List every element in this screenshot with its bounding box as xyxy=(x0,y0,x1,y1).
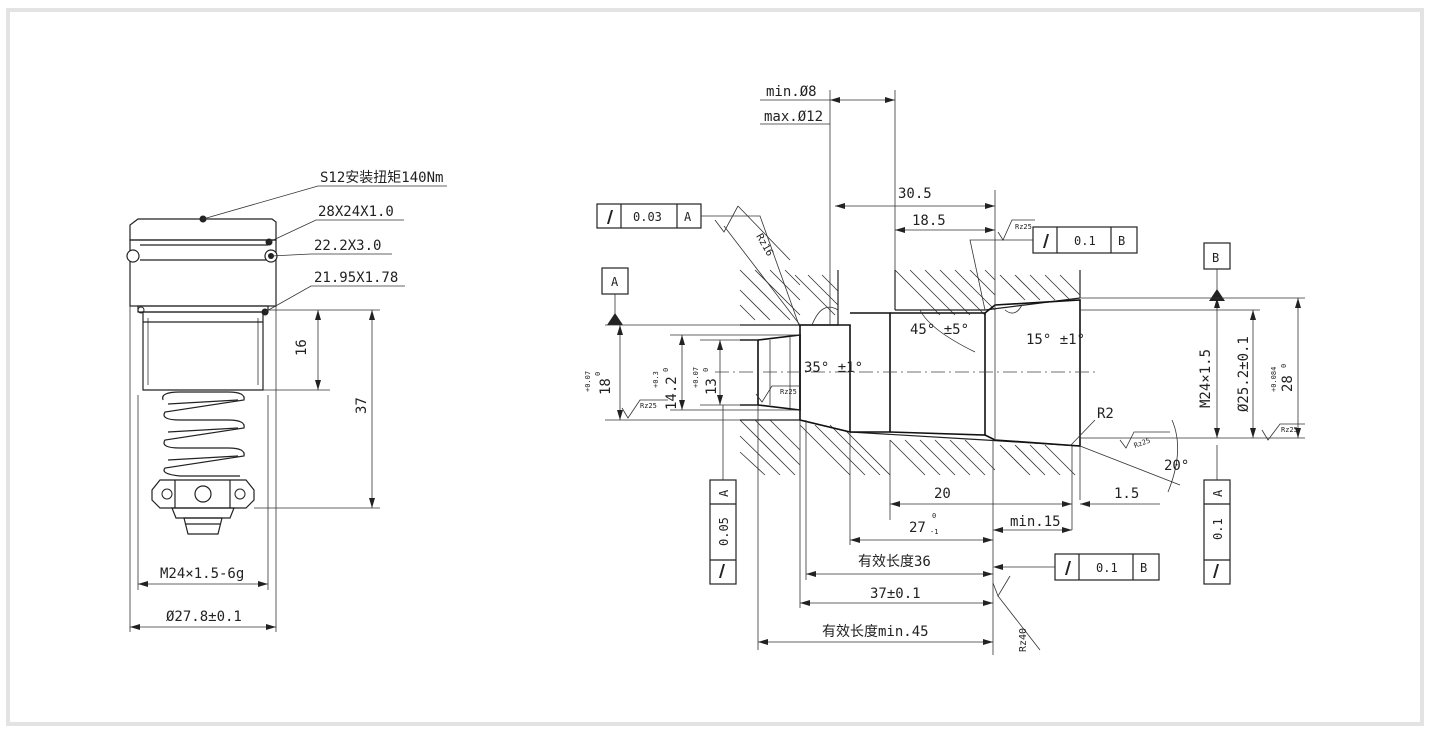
torque-note: S12安装扭矩140Nm xyxy=(320,170,443,186)
svg-text:-1: -1 xyxy=(930,528,938,536)
svg-text:A: A xyxy=(717,489,731,497)
svg-text:+0.07: +0.07 xyxy=(584,371,592,392)
dim-d13: 13 xyxy=(704,378,720,395)
svg-text:+0.084: +0.084 xyxy=(1270,367,1278,392)
svg-text:0.05: 0.05 xyxy=(717,517,731,546)
svg-text:0: 0 xyxy=(662,368,670,372)
dim-d14-2: 14.2 xyxy=(664,376,680,410)
angle-35: 35° ±1° xyxy=(804,360,863,376)
svg-text:+0.07: +0.07 xyxy=(692,367,700,388)
left-view: S12安装扭矩140Nm 28X24X1.0 22.2X3.0 21.95X1.… xyxy=(126,170,447,632)
svg-text:+0.3: +0.3 xyxy=(652,371,660,388)
svg-text:Rz25: Rz25 xyxy=(1281,426,1298,434)
radius-r2: R2 xyxy=(1097,406,1114,422)
runout-frame-top-left: 0.03 A xyxy=(596,203,801,329)
dim-d18: 18 xyxy=(598,378,614,395)
dim-27: 27 xyxy=(909,520,926,536)
runout-arrow-icon xyxy=(1065,561,1071,575)
svg-text:B: B xyxy=(1140,561,1147,575)
angle-20: 20° xyxy=(1164,458,1189,474)
dim-20: 20 xyxy=(934,486,951,502)
dim-37: 37 xyxy=(354,397,370,414)
oring-label-1: 28X24X1.0 xyxy=(318,204,394,220)
dim-30-5: 30.5 xyxy=(898,186,932,202)
dim-min15: min.15 xyxy=(1010,514,1061,530)
angle-15: 15° ±1° xyxy=(1026,332,1085,348)
svg-text:0.03: 0.03 xyxy=(633,210,662,224)
svg-text:Rz25: Rz25 xyxy=(780,388,797,396)
runout-arrow-icon xyxy=(607,210,613,224)
roughness-rz40: Rz40 xyxy=(1018,628,1029,652)
svg-text:Rz25: Rz25 xyxy=(640,402,657,410)
dim-37-tol: 37±0.1 xyxy=(870,586,921,602)
datum-a-label: A xyxy=(611,275,619,289)
dim-d25-2: Ø25.2±0.1 xyxy=(1236,336,1252,412)
dim-1-5: 1.5 xyxy=(1114,486,1139,502)
runout-frame-bottom: 0.1 B xyxy=(993,553,1160,581)
spring xyxy=(162,391,245,477)
datum-b-label: B xyxy=(1212,251,1219,265)
dim-16: 16 xyxy=(294,339,310,356)
svg-text:A: A xyxy=(1211,489,1225,497)
svg-text:0: 0 xyxy=(702,368,710,372)
svg-text:0.1: 0.1 xyxy=(1074,234,1096,248)
seal-ring-left xyxy=(126,249,140,263)
oring-label-2: 22.2X3.0 xyxy=(314,238,381,254)
angle-45: 45° ±5° xyxy=(910,322,969,338)
svg-text:B: B xyxy=(1118,234,1125,248)
sheet-border xyxy=(6,8,1424,726)
dim-18-5: 18.5 xyxy=(912,213,946,229)
runout-frame-right: A 0.1 xyxy=(1203,445,1231,585)
runout-frame-top-right: 0.1 B xyxy=(969,226,1138,311)
right-view: min.Ø8 max.Ø12 30.5 18.5 0.03 A Rz16 xyxy=(584,84,1305,655)
min-diameter: min.Ø8 xyxy=(766,84,817,100)
oring-label-3: 21.95X1.78 xyxy=(314,270,398,286)
svg-text:A: A xyxy=(684,210,692,224)
max-diameter: max.Ø12 xyxy=(764,109,823,125)
svg-text:0: 0 xyxy=(932,512,936,520)
dim-d28: 28 xyxy=(1280,375,1296,392)
svg-text:0.1: 0.1 xyxy=(1096,561,1118,575)
svg-text:0: 0 xyxy=(594,372,602,376)
bottom-nut xyxy=(151,479,255,509)
effective-length-36: 有效长度36 xyxy=(858,554,931,570)
runout-arrow-icon xyxy=(1043,234,1049,248)
roughness-rz25: Rz25 xyxy=(1015,223,1032,231)
runout-arrow-icon xyxy=(719,564,725,578)
svg-text:0.1: 0.1 xyxy=(1211,518,1225,540)
bore-profile xyxy=(740,299,1081,447)
outer-diameter: Ø27.8±0.1 xyxy=(166,609,242,625)
cap-top xyxy=(129,218,277,241)
thread-spec: M24×1.5-6g xyxy=(160,566,244,582)
effective-length-min45: 有效长度min.45 xyxy=(822,624,929,640)
thread-m24: M24×1.5 xyxy=(1198,349,1214,408)
svg-text:0: 0 xyxy=(1280,364,1288,368)
runout-arrow-icon xyxy=(1213,564,1219,578)
runout-frame-left: A 0.05 xyxy=(709,405,737,585)
